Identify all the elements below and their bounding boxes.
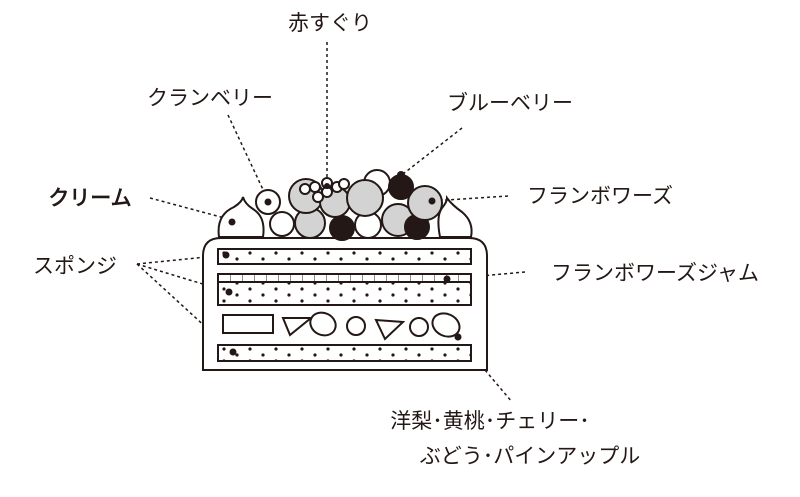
raspberry-jam-layer — [217, 273, 472, 283]
cream-right — [437, 194, 473, 238]
sponge-layer-middle — [217, 281, 472, 306]
label-blueberry: ブルーベリー — [447, 91, 573, 115]
label-raspberry: フランボワーズ — [527, 184, 673, 208]
label-sponge: スポンジ — [33, 254, 117, 278]
red-currants — [299, 177, 350, 203]
label-fruits-line2: ぶどう･パインアップル — [420, 444, 641, 468]
cake-body — [202, 237, 488, 371]
label-cranberry: クランベリー — [147, 86, 273, 110]
sponge-layer-bottom — [217, 344, 472, 362]
cream-left — [217, 196, 265, 238]
label-raspberry-jam: フランボワーズジャム — [551, 261, 759, 285]
sponge-layer-top — [217, 248, 472, 265]
fruit-layer — [222, 311, 462, 341]
label-cream: クリーム — [48, 186, 131, 210]
label-red-currant: 赤すぐり — [288, 11, 372, 35]
label-fruits-line1: 洋梨･黄桃･チェリー･ — [390, 409, 590, 433]
cake-toppings — [217, 169, 473, 241]
